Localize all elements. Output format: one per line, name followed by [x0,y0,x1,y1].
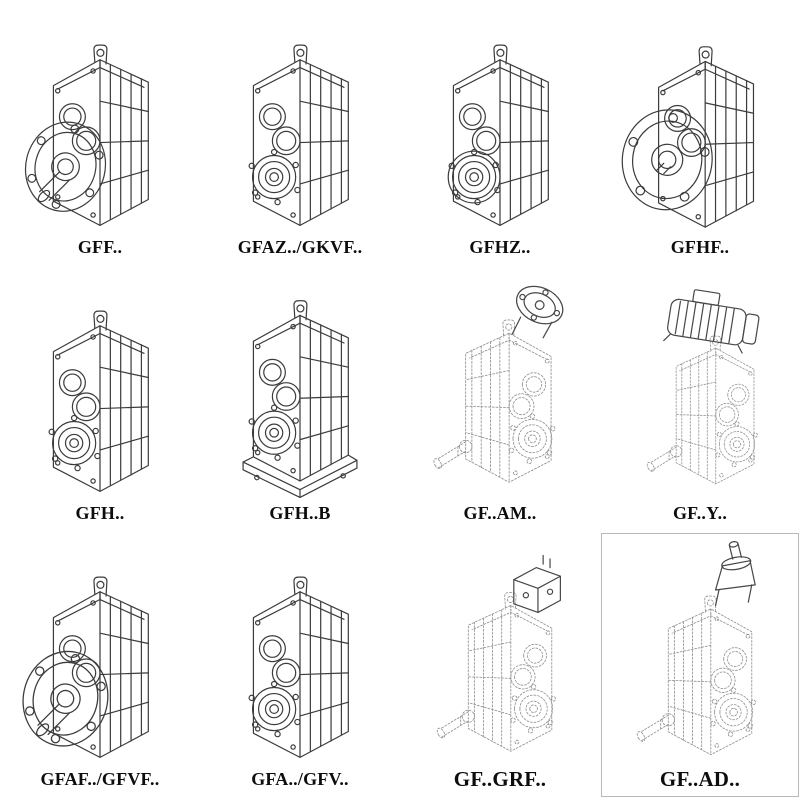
gearbox-label: GFHF.. [670,237,730,257]
gearbox-label: GFAZ../GKVF.. [237,237,363,257]
electric-motor-icon [663,285,763,356]
gearbox-cell-gfa-gfv: GFA../GFV.. [200,532,400,798]
gearbox-label: GFH..B [269,503,331,523]
gearbox-label: GF..Y.. [672,503,728,523]
gearbox-label: GF..AM.. [463,503,537,523]
gearbox-drawing-flange-shaft [12,576,149,758]
gearbox-drawing-shaft-adapter [635,540,757,756]
gearbox-drawing-large-flange [615,46,755,228]
gearbox-label: GFAF../GFVF.. [40,769,160,789]
primary-gear-unit-icon [513,554,561,614]
gearbox-label: GFHZ.. [469,237,531,257]
gearbox-cell-gfaf-gfvf: GFAF../GFVF.. [0,532,200,798]
gearbox-drawing-hollow-shaft [248,576,349,758]
input-shaft-adapter-icon [714,540,756,607]
gearbox-cell-gfhb: GFH..B [200,266,400,532]
gearbox-drawing-foot-mounted [242,300,358,499]
gearbox-drawing-hollow-shaft [248,44,349,226]
gearbox-cell-gfgrf: GF..GRF.. [400,532,600,798]
gearbox-cell-gfy: GF..Y.. [600,266,800,532]
gearbox-label: GF..AD.. [659,767,741,791]
gearbox-cell-gfhz: GFHZ.. [400,0,600,266]
gearbox-cell-gfhf: GFHF.. [600,0,800,266]
gearbox-cell-gfh: GFH.. [0,266,200,532]
gearbox-drawing-shrink-disc [447,44,549,226]
gearbox-label: GFF.. [77,237,123,257]
gearbox-drawing-hollow-shaft [48,310,149,492]
gearbox-cell-gfaz-gkvf: GFAZ../GKVF.. [200,0,400,266]
gearbox-drawing-motor-adapter [431,278,570,483]
gearbox-cell-gff: GFF.. [0,0,200,266]
gearbox-cell-gfad: GF..AD.. [600,532,800,798]
gearbox-cell-gfam: GF..AM.. [400,266,600,532]
gearbox-drawing-with-motor [645,285,763,485]
gearbox-label: GFA../GFV.. [251,769,349,789]
adapter-flange-icon [509,278,570,339]
gearbox-label: GFH.. [75,503,125,523]
gearbox-drawing-primary-gear-unit [435,554,561,752]
gearbox-drawing-flange-shaft [15,44,149,226]
gearbox-label: GF..GRF.. [453,767,547,791]
